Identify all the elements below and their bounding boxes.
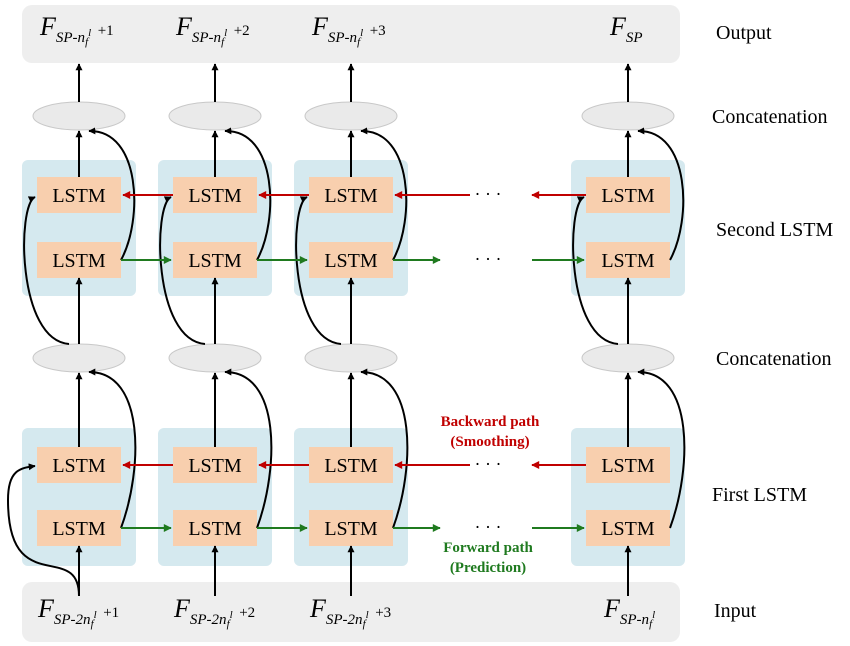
row-label-second-lstm: Second LSTM <box>716 219 834 241</box>
second-lstm-forward-cell-1 <box>37 242 121 278</box>
first-lstm-backward-cell-last <box>586 447 670 483</box>
first-lstm-forward-cell-1 <box>37 510 121 546</box>
ellipsis-4: · · · <box>475 517 502 537</box>
row-label-concatenation-mid: Concatenation <box>716 348 832 370</box>
output-var-3: FSP-nfl +3 <box>312 12 386 48</box>
first-lstm-forward-label-1: LSTM <box>52 518 106 540</box>
first-lstm-forward-cell-last <box>586 510 670 546</box>
first-lstm-backward-cell-3 <box>309 447 393 483</box>
second-lstm-forward-label-last: LSTM <box>601 250 655 272</box>
first-lstm-backward-cell-1 <box>37 447 121 483</box>
curve-concat-to-second-backward-1 <box>23 196 70 345</box>
second-lstm-forward-label-2: LSTM <box>188 250 242 272</box>
second-lstm-forward-cell-2 <box>173 242 257 278</box>
row-label-concatenation-top: Concatenation <box>712 106 828 128</box>
curve-second-forward-to-concat-2 <box>224 127 272 261</box>
input-band <box>22 582 680 642</box>
concat-mid-node-3 <box>304 343 398 373</box>
second-lstm-backward-cell-3 <box>309 177 393 213</box>
row-label-output: Output <box>716 22 772 44</box>
ellipsis-3: · · · <box>475 454 502 474</box>
second-lstm-backward-label-last: LSTM <box>601 185 655 207</box>
row-label-first-lstm: First LSTM <box>712 484 808 506</box>
output-band <box>22 5 680 63</box>
output-var-last: FSP <box>610 12 643 46</box>
first-lstm-backward-cell-2 <box>173 447 257 483</box>
curve-first-forward-to-concat-1 <box>88 368 137 529</box>
second-lstm-backward-cell-last <box>586 177 670 213</box>
first-lstm-forward-label-3: LSTM <box>324 518 378 540</box>
curve-second-forward-to-concat-3 <box>360 127 408 261</box>
curve-second-forward-to-concat-1 <box>88 127 136 261</box>
first-lstm-backward-label-2: LSTM <box>188 455 242 477</box>
ellipsis-1: · · · <box>475 184 502 204</box>
curve-first-forward-to-concat-3 <box>360 368 409 529</box>
first-lstm-forward-label-last: LSTM <box>601 518 655 540</box>
curve-first-forward-to-concat-last <box>637 368 686 529</box>
concat-top-node-3 <box>304 101 398 131</box>
first-lstm-backward-label-last: LSTM <box>601 455 655 477</box>
input-var-1: FSP-2nfl +1 <box>38 594 120 630</box>
concat-mid-node-last <box>581 343 675 373</box>
concat-mid-node-2 <box>168 343 262 373</box>
curve-first-forward-to-concat-2 <box>224 368 273 529</box>
second-lstm-forward-cell-last <box>586 242 670 278</box>
first-lstm-backward-label-3: LSTM <box>324 455 378 477</box>
backward-path-label: Backward path (Smoothing) <box>440 414 540 450</box>
curve-input-to-first-backward-1 <box>6 463 80 597</box>
second-lstm-forward-label-3: LSTM <box>324 250 378 272</box>
output-var-2: FSP-nfl +2 <box>176 12 250 48</box>
first-lstm-backward-label-1: LSTM <box>52 455 106 477</box>
second-lstm-backward-label-2: LSTM <box>188 185 242 207</box>
forward-path-label: Forward path (Prediction) <box>443 540 533 576</box>
second-lstm-backward-cell-2 <box>173 177 257 213</box>
second-lstm-forward-cell-3 <box>309 242 393 278</box>
second-lstm-backward-label-3: LSTM <box>324 185 378 207</box>
concat-mid-node-1 <box>32 343 126 373</box>
ellipsis-2: · · · <box>475 249 502 269</box>
second-lstm-backward-cell-1 <box>37 177 121 213</box>
curve-concat-to-second-backward-2 <box>159 196 206 345</box>
row-label-input: Input <box>714 600 757 622</box>
input-var-2: FSP-2nfl +2 <box>174 594 256 630</box>
concat-top-node-2 <box>168 101 262 131</box>
second-lstm-forward-label-1: LSTM <box>52 250 106 272</box>
output-var-1: FSP-nfl +1 <box>40 12 114 48</box>
first-lstm-forward-label-2: LSTM <box>188 518 242 540</box>
input-var-last: FSP-nfl <box>604 594 656 630</box>
curve-second-forward-to-concat-last <box>637 127 685 261</box>
second-lstm-backward-label-1: LSTM <box>52 185 106 207</box>
first-lstm-forward-cell-3 <box>309 510 393 546</box>
input-var-3: FSP-2nfl +3 <box>310 594 392 630</box>
curve-concat-to-second-backward-last <box>572 196 619 345</box>
first-lstm-forward-cell-2 <box>173 510 257 546</box>
curve-concat-to-second-backward-3 <box>295 196 342 345</box>
concat-top-node-1 <box>32 101 126 131</box>
concat-top-node-last <box>581 101 675 131</box>
